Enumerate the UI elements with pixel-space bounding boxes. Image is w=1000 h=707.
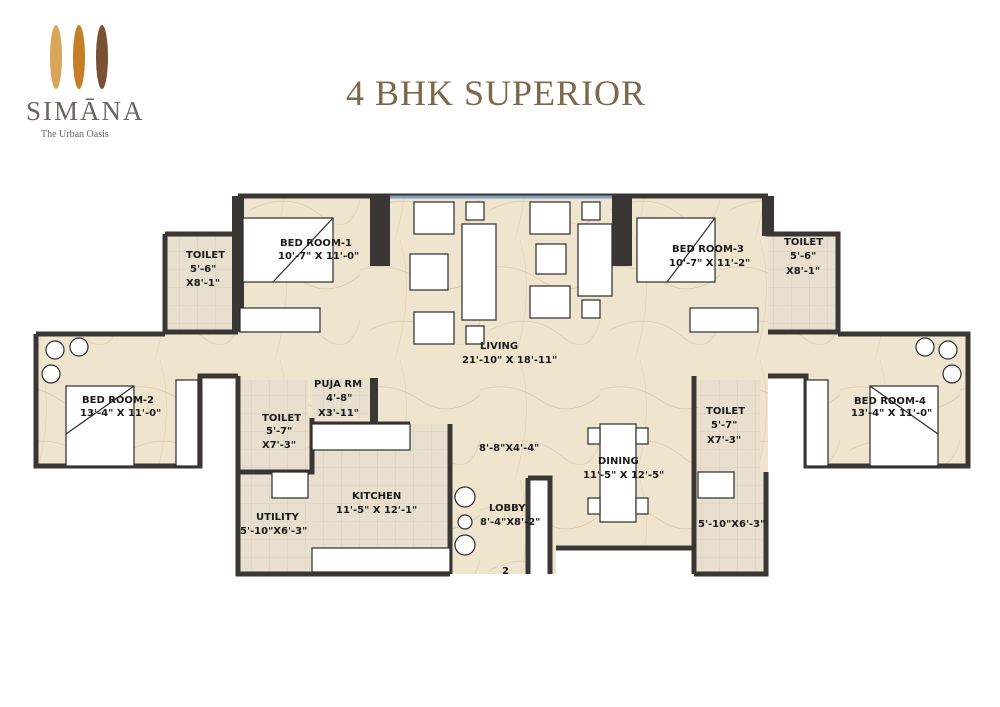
wall-columns — [232, 196, 774, 424]
page-title: 4 BHK SUPERIOR — [346, 73, 647, 113]
svg-text:X8'-1": X8'-1" — [786, 266, 820, 277]
brand-logo: SIMĀNA The Urban Oasis — [20, 22, 143, 142]
label-bedroom-1: BED ROOM-1 — [280, 238, 352, 249]
label-bedroom-2: BED ROOM-2 — [82, 395, 154, 406]
label-utility: UTILITY — [256, 512, 300, 523]
entry-number: 2 — [502, 566, 509, 577]
svg-text:X7'-3": X7'-3" — [707, 435, 741, 446]
svg-text:5'-10"X6'-3": 5'-10"X6'-3" — [240, 526, 307, 537]
label-living: LIVING — [480, 341, 518, 352]
label-passage: 8'-8"X4'-4" — [479, 443, 539, 454]
svg-text:10'-7" X 11'-0": 10'-7" X 11'-0" — [278, 251, 359, 262]
label-lobby: LOBBY — [489, 503, 526, 514]
svg-text:10'-7" X 11'-2": 10'-7" X 11'-2" — [669, 258, 750, 269]
voids — [200, 376, 806, 574]
svg-text:5'-6": 5'-6" — [790, 251, 816, 262]
svg-text:5'-6": 5'-6" — [190, 264, 216, 275]
svg-text:4'-8": 4'-8" — [326, 393, 352, 404]
svg-text:11'-5" X 12'-1": 11'-5" X 12'-1" — [336, 505, 417, 516]
label-puja-room: PUJA RM — [314, 379, 362, 390]
svg-text:X3'-11": X3'-11" — [318, 408, 359, 419]
label-dining: DINING — [598, 456, 639, 467]
label-toilet-1: TOILET — [186, 250, 225, 261]
label-bedroom-3: BED ROOM-3 — [672, 244, 744, 255]
svg-text:13'-4" X 11'-0": 13'-4" X 11'-0" — [851, 408, 932, 419]
furniture — [41, 201, 962, 573]
svg-text:8'-4"X8'-2": 8'-4"X8'-2" — [480, 517, 540, 528]
room-labels: TOILET 5'-6" X8'-1" BED ROOM-1 10'-7" X … — [80, 237, 932, 577]
svg-text:11'-5" X 12'-5": 11'-5" X 12'-5" — [583, 470, 664, 481]
label-toilet-2: TOILET — [262, 413, 301, 424]
label-utility-2: 5'-10"X6'-3" — [698, 519, 765, 530]
svg-text:X7'-3": X7'-3" — [262, 440, 296, 451]
label-kitchen: KITCHEN — [352, 491, 401, 502]
svg-text:5'-7": 5'-7" — [266, 426, 292, 437]
svg-text:21'-10" X 18'-11": 21'-10" X 18'-11" — [462, 355, 557, 366]
label-bedroom-4: BED ROOM-4 — [854, 396, 926, 407]
svg-text:X8'-1": X8'-1" — [186, 278, 220, 289]
label-toilet-4: TOILET — [706, 406, 745, 417]
svg-text:5'-7": 5'-7" — [711, 420, 737, 431]
brand-name: SIMĀNA — [26, 96, 145, 126]
svg-text:13'-4" X 11'-0": 13'-4" X 11'-0" — [80, 408, 161, 419]
leaf-logo-icon — [50, 25, 108, 89]
label-toilet-3: TOILET — [784, 237, 823, 248]
brand-tagline: The Urban Oasis — [41, 129, 109, 140]
